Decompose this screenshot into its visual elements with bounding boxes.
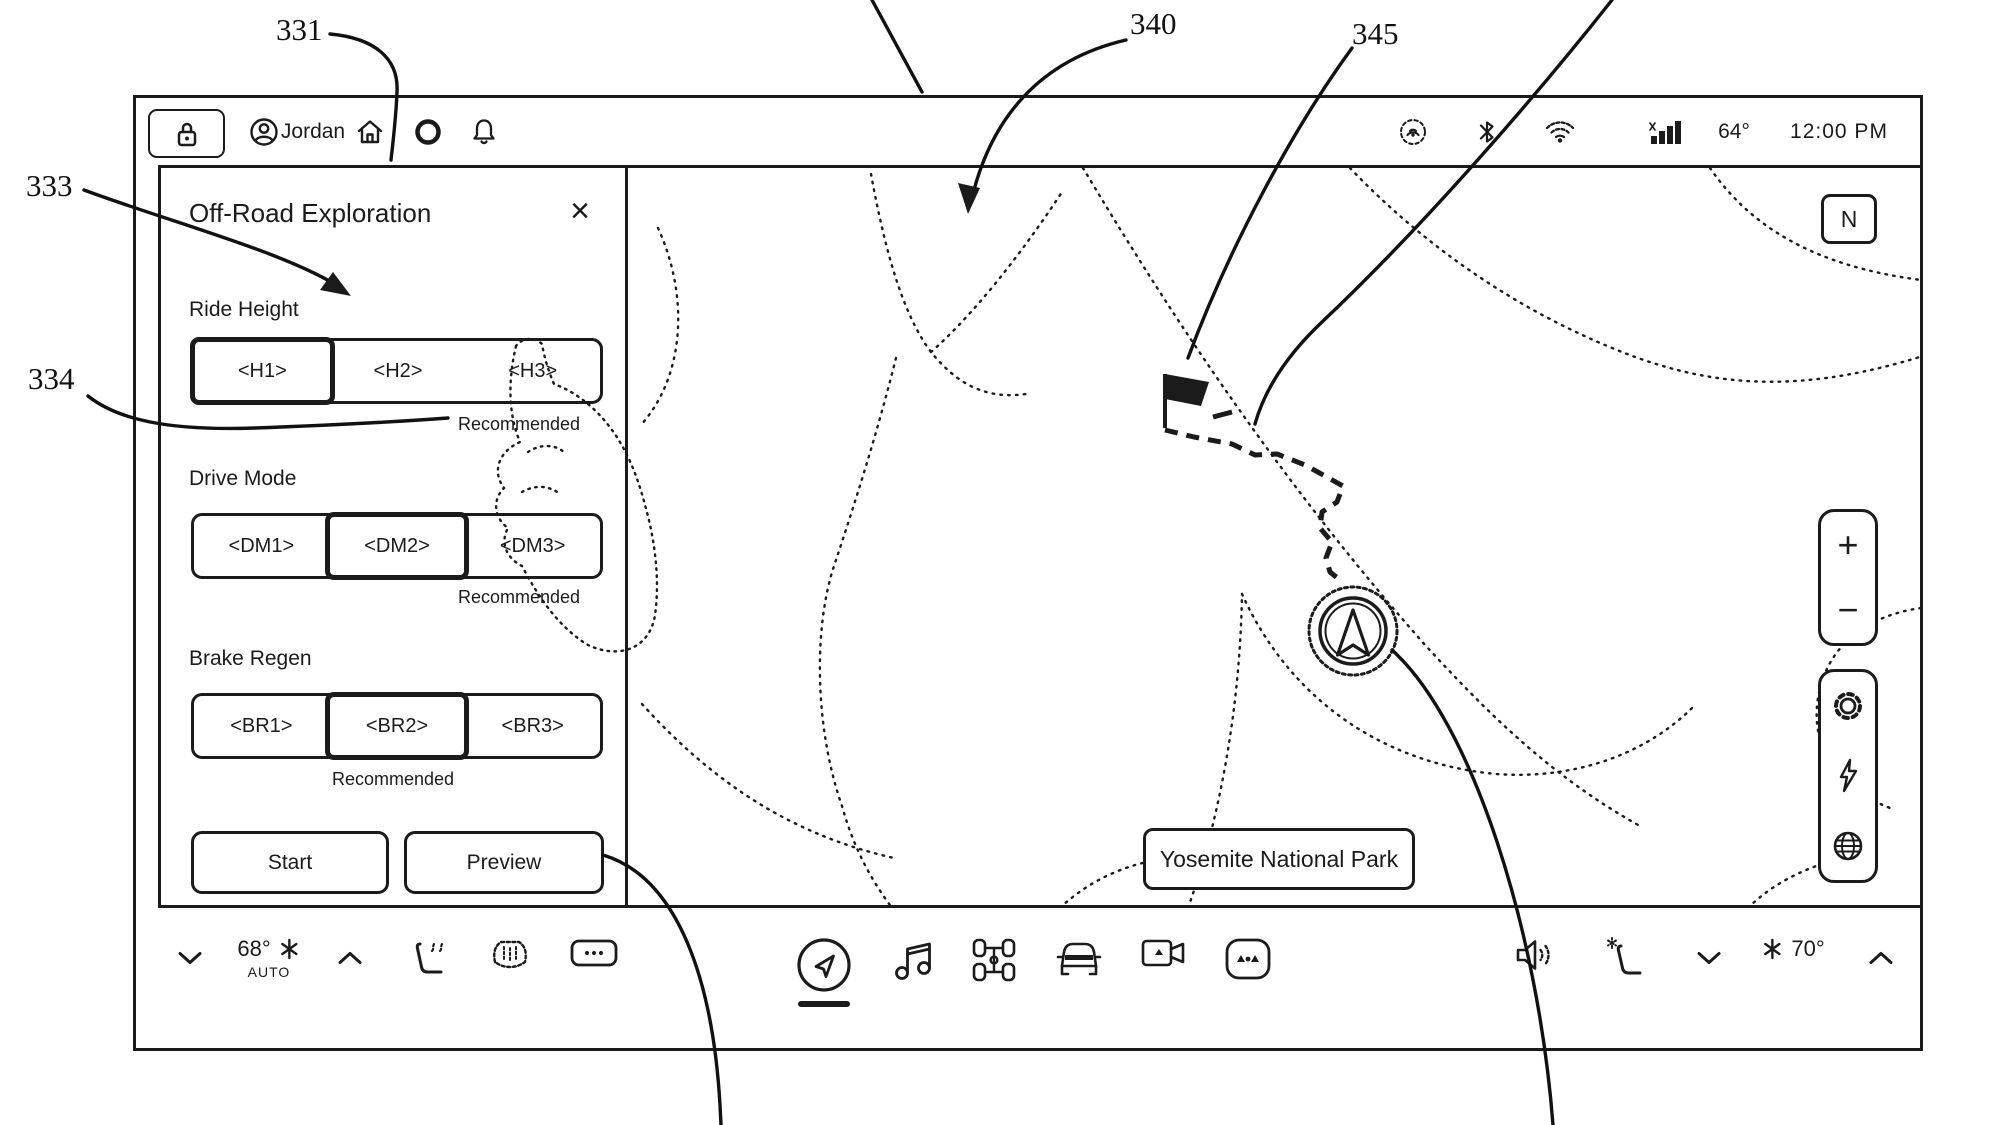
vehicle-location-puck [1307, 585, 1399, 677]
passenger-temperature: 70° [1791, 936, 1825, 961]
brake-regen-label: Brake Regen [189, 647, 312, 670]
callout-345: 345 [1352, 16, 1399, 51]
hotspot-icon [1394, 98, 1432, 165]
drive-mode-option-dm2[interactable]: <DM2> [324, 512, 470, 580]
navigation-tab-icon[interactable] [795, 936, 853, 1007]
home-icon[interactable] [352, 98, 388, 165]
zoom-in-button[interactable]: + [1837, 523, 1859, 565]
ride-height-label: Ride Height [189, 298, 299, 321]
start-button[interactable]: Start [191, 831, 389, 894]
ride-height-option-h2[interactable]: <H2> [373, 359, 423, 382]
apps-tab-icon[interactable] [1223, 936, 1273, 982]
close-icon[interactable]: × [570, 191, 590, 230]
driver-climate-readout: 68° AUTO [237, 936, 300, 980]
music-tab-icon[interactable] [890, 936, 936, 984]
globe-layers-icon[interactable] [1831, 829, 1865, 863]
drivetrain-tab-icon[interactable] [970, 936, 1018, 984]
wifi-icon [1540, 98, 1580, 165]
driver-temp-down-chevron[interactable] [176, 950, 204, 966]
passenger-temp-down-chevron[interactable] [1695, 950, 1723, 966]
passenger-climate-readout: 70° [1761, 936, 1825, 962]
callout-333: 333 [26, 168, 73, 203]
panel-title: Off-Road Exploration [189, 198, 432, 228]
driver-temp-up-chevron[interactable] [336, 950, 364, 966]
destination-flag-icon [1163, 374, 1233, 428]
charging-bolt-icon[interactable] [1837, 758, 1859, 794]
ride-height-segmented-control: <H1> <H2> <H3> [190, 337, 603, 405]
status-bar: Jordan 64° 12:00 PM [136, 98, 1920, 165]
cellular-signal-icon [1644, 98, 1688, 165]
outside-temperature: 64° [1718, 119, 1750, 143]
map-view[interactable]: N + − Yosemite National Park [628, 165, 1920, 908]
seat-cooler-icon[interactable] [1604, 936, 1644, 980]
brake-regen-option-br1[interactable]: <BR1> [230, 714, 293, 737]
dashed-route [1164, 427, 1346, 582]
driver-temperature: 68° [237, 936, 271, 961]
drive-mode-option-dm1[interactable]: <DM1> [228, 534, 295, 557]
callout-334: 334 [28, 361, 75, 396]
defrost-icon[interactable] [488, 936, 532, 970]
compass-north-button[interactable]: N [1821, 194, 1877, 244]
bottom-dock: 68° AUTO [136, 908, 1920, 1051]
lock-button[interactable] [148, 109, 225, 158]
ride-height-option-h3[interactable]: <H3> [508, 359, 558, 382]
lock-icon [175, 120, 199, 148]
zoom-out-button[interactable]: − [1837, 589, 1859, 631]
bluetooth-icon [1474, 98, 1500, 165]
seat-heater-icon[interactable] [411, 936, 449, 980]
settings-gear-icon[interactable] [1831, 689, 1865, 723]
off-road-exploration-panel: Off-Road Exploration × Ride Height <H1> … [158, 165, 628, 908]
ride-height-recommended-label: Recommended [457, 414, 581, 434]
user-name[interactable]: Jordan [280, 119, 346, 143]
brake-regen-option-br3[interactable]: <BR3> [501, 714, 564, 737]
callout-340: 340 [1130, 6, 1177, 41]
brake-regen-option-br2[interactable]: <BR2> [324, 692, 470, 760]
drive-mode-segmented-control: <DM1> <DM2> <DM3> [191, 512, 603, 580]
keyboard-icon[interactable] [569, 936, 619, 970]
volume-icon[interactable] [1513, 936, 1557, 974]
passenger-temp-up-chevron[interactable] [1867, 950, 1895, 966]
brake-regen-segmented-control: <BR1> <BR2> <BR3> [191, 692, 603, 760]
climate-auto-label: AUTO [247, 964, 291, 980]
preview-button[interactable]: Preview [404, 831, 604, 894]
camera-tab-icon[interactable] [1139, 936, 1187, 970]
snowflake-icon [279, 937, 301, 961]
vehicle-tab-icon[interactable] [1054, 936, 1104, 984]
record-circle-icon[interactable] [410, 98, 446, 165]
profile-icon [246, 98, 282, 165]
drive-mode-recommended-label: Recommended [457, 587, 581, 607]
active-tab-indicator [798, 1001, 850, 1007]
callout-331: 331 [276, 12, 323, 47]
map-location-label: Yosemite National Park [1143, 828, 1415, 890]
map-drawing [638, 168, 1920, 905]
drive-mode-option-dm3[interactable]: <DM3> [499, 534, 566, 557]
snowflake-icon [1761, 937, 1783, 961]
map-tools-control [1818, 669, 1878, 883]
notifications-bell-icon[interactable] [466, 98, 502, 165]
map-zoom-control: + − [1818, 509, 1878, 646]
clock: 12:00 PM [1790, 119, 1888, 143]
drive-mode-label: Drive Mode [189, 467, 297, 490]
brake-regen-recommended-label: Recommended [331, 769, 455, 789]
infotainment-screen-frame: Jordan 64° 12:00 PM [133, 95, 1923, 1051]
ride-height-option-h1[interactable]: <H1> [190, 337, 335, 405]
